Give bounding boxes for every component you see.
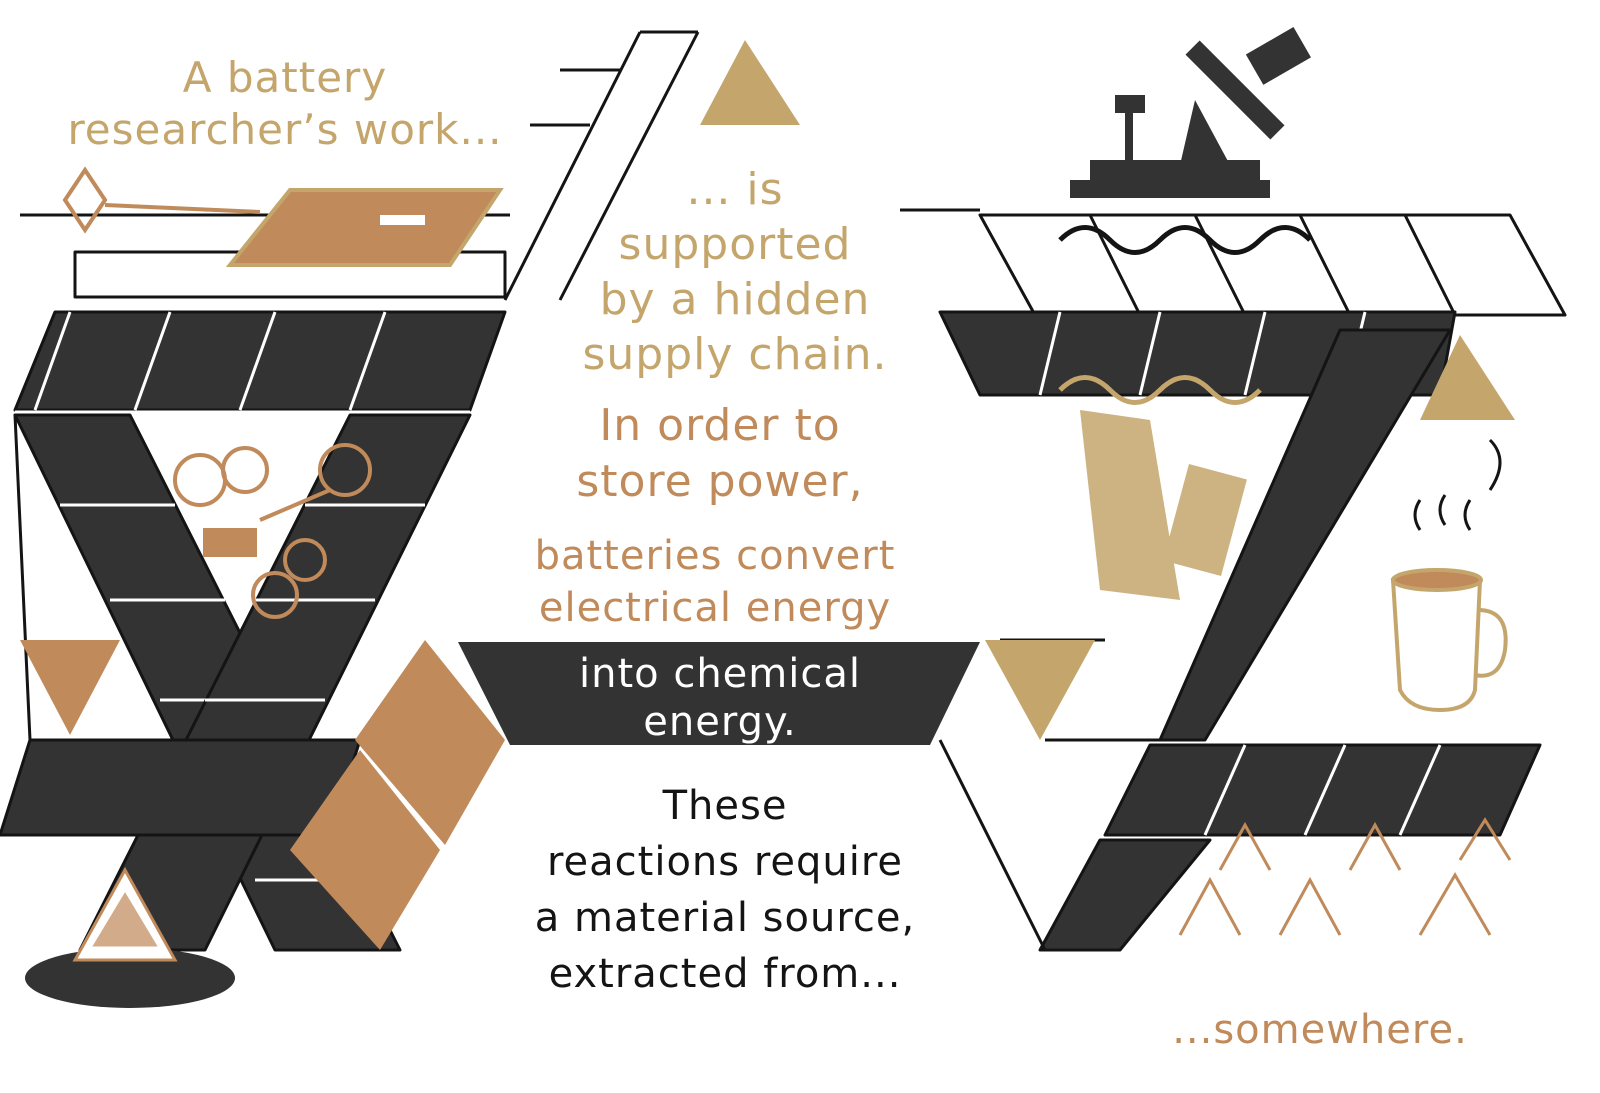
gold-triangle-right-1 bbox=[1420, 335, 1515, 420]
sandpiles-icon bbox=[1178, 817, 1512, 936]
caption-reactions-line-2: reactions require bbox=[546, 839, 904, 885]
caption-chemical-energy: into chemical energy. bbox=[490, 650, 950, 746]
caption-supply-line-1: ... is bbox=[686, 164, 784, 215]
copper-diamonds bbox=[290, 640, 505, 950]
oil-pump-icon bbox=[1070, 27, 1311, 198]
chemical-banner bbox=[458, 642, 980, 745]
caption-somewhere: ...somewhere. bbox=[1110, 1005, 1530, 1055]
caption-reactions-line-1: These bbox=[662, 783, 788, 829]
waves-icon bbox=[1058, 225, 1312, 405]
lab-tools-icon bbox=[173, 443, 372, 619]
caption-supply-line-3: by a hidden bbox=[599, 274, 871, 325]
caption-intro-line-1: A battery bbox=[182, 53, 388, 102]
caption-intro: A battery researcher’s work... bbox=[15, 52, 555, 156]
impossible-triangle-icon bbox=[72, 866, 178, 962]
caption-store-power: In order to store power, bbox=[520, 398, 920, 510]
caption-supply-line-4: supply chain. bbox=[582, 329, 888, 380]
caption-convert-line-2: electrical energy bbox=[538, 585, 892, 631]
caption-convert-line-1: batteries convert bbox=[534, 533, 896, 579]
coffee-mug-icon bbox=[1390, 568, 1508, 713]
copper-triangle-left bbox=[20, 640, 120, 735]
key-icon bbox=[62, 166, 261, 234]
gold-triangle-right-2 bbox=[985, 640, 1095, 740]
caption-reactions: These reactions require a material sourc… bbox=[420, 778, 1030, 1002]
gold-triangle-top bbox=[700, 40, 800, 125]
caption-reactions-line-3: a material source, bbox=[534, 895, 916, 941]
caption-convert: batteries convert electrical energy bbox=[450, 530, 980, 634]
right-structure bbox=[900, 208, 1567, 952]
caption-store-line-2: store power, bbox=[576, 456, 864, 507]
caption-chemical-line-2: energy. bbox=[643, 699, 797, 745]
caption-store-line-1: In order to bbox=[599, 400, 841, 451]
caption-somewhere-text: ...somewhere. bbox=[1172, 1007, 1468, 1053]
caption-supply-chain: ... is supported by a hidden supply chai… bbox=[540, 162, 930, 382]
steam-icon bbox=[1413, 438, 1502, 531]
notebook-icon bbox=[225, 188, 504, 267]
caption-intro-line-2: researcher’s work... bbox=[67, 105, 503, 154]
caption-chemical-line-1: into chemical bbox=[579, 651, 861, 697]
left-structure bbox=[0, 30, 700, 952]
caption-supply-line-2: supported bbox=[618, 219, 852, 270]
ghost-pump-icon bbox=[1080, 410, 1247, 600]
caption-reactions-line-4: extracted from... bbox=[548, 951, 902, 997]
shadow-ellipse bbox=[25, 948, 235, 1008]
